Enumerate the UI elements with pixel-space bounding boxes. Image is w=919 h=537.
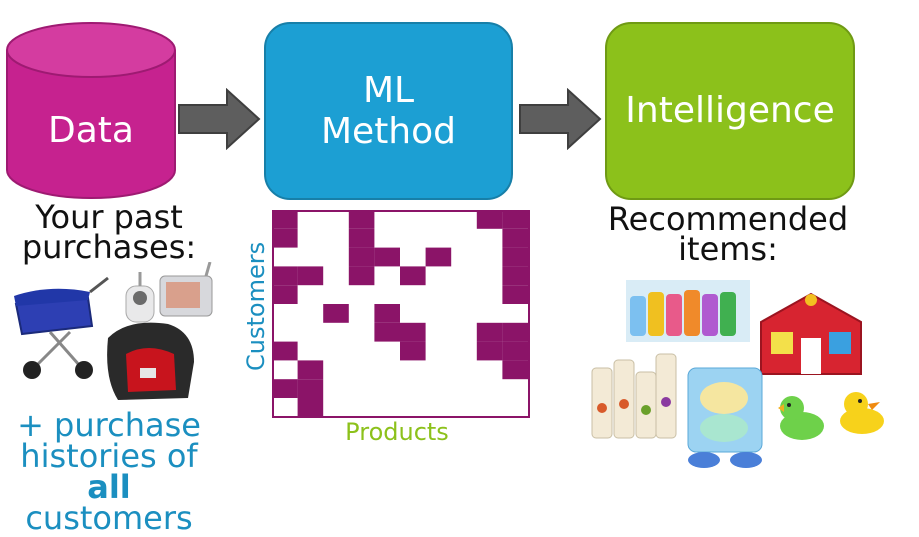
matrix-x-label: Products	[345, 418, 449, 446]
matrix-cell	[272, 210, 298, 229]
matrix-cell	[476, 341, 503, 361]
matrix-cell	[348, 210, 375, 229]
matrix-cell	[502, 341, 528, 361]
matrix-cell	[425, 247, 452, 267]
stroller-icon	[14, 276, 109, 379]
matrix-cell	[502, 322, 528, 342]
baby-bottles-icon	[591, 353, 677, 439]
matrix-cell	[374, 304, 400, 323]
past-purchases-label: Your past purchases:	[21, 198, 197, 266]
matrix-cell	[272, 266, 298, 286]
matrix-cell	[502, 266, 528, 286]
matrix-cells	[272, 210, 528, 417]
sippy-cups-icon	[626, 280, 750, 342]
recommended-label: Recommended items:	[607, 200, 849, 268]
arrow-right-icon	[519, 88, 602, 150]
matrix-cell	[348, 266, 375, 286]
pacifiers-icon	[687, 367, 763, 468]
matrix-cell	[348, 247, 375, 267]
toy-farm-house-icon	[760, 292, 862, 375]
matrix-cell	[400, 341, 426, 361]
intelligence-box: Intelligence	[605, 22, 855, 200]
matrix-cell	[297, 266, 324, 286]
matrix-cell	[502, 228, 528, 248]
data-label: Data	[48, 109, 134, 151]
arrow-right-icon	[178, 88, 261, 150]
baby-monitor-icon	[125, 272, 155, 323]
customer-product-matrix	[272, 210, 530, 418]
matrix-cell	[476, 210, 503, 229]
rubber-duck-yellow-icon	[840, 392, 884, 434]
rubber-duck-green-icon	[778, 396, 824, 440]
matrix-cell	[272, 228, 298, 248]
matrix-cell	[400, 322, 426, 342]
matrix-cell	[272, 285, 298, 304]
matrix-cell	[323, 304, 349, 323]
matrix-cell	[400, 266, 426, 286]
matrix-cell	[502, 210, 528, 229]
intelligence-label: Intelligence	[625, 90, 835, 132]
ml-label-line1: ML	[362, 69, 415, 111]
matrix-cell	[297, 360, 324, 380]
ml-method-box: ML Method	[264, 22, 513, 200]
matrix-cell	[374, 322, 400, 342]
matrix-cell	[348, 228, 375, 248]
matrix-cell	[272, 379, 298, 398]
car-seat-icon	[107, 322, 194, 400]
matrix-cell	[297, 398, 324, 417]
video-monitor-icon	[159, 262, 213, 317]
database-icon	[6, 22, 176, 199]
matrix-cell	[272, 341, 298, 361]
matrix-cell	[374, 247, 400, 267]
matrix-cell	[502, 247, 528, 267]
all-histories-label: + purchase histories of all customers	[17, 406, 201, 537]
matrix-cell	[297, 379, 324, 398]
ml-label-line2: Method	[320, 111, 457, 152]
matrix-cell	[502, 285, 528, 304]
matrix-cell	[502, 360, 528, 380]
matrix-y-label: Customers	[242, 241, 270, 371]
data-cylinder: Data	[5, 20, 177, 202]
matrix-cell	[476, 322, 503, 342]
